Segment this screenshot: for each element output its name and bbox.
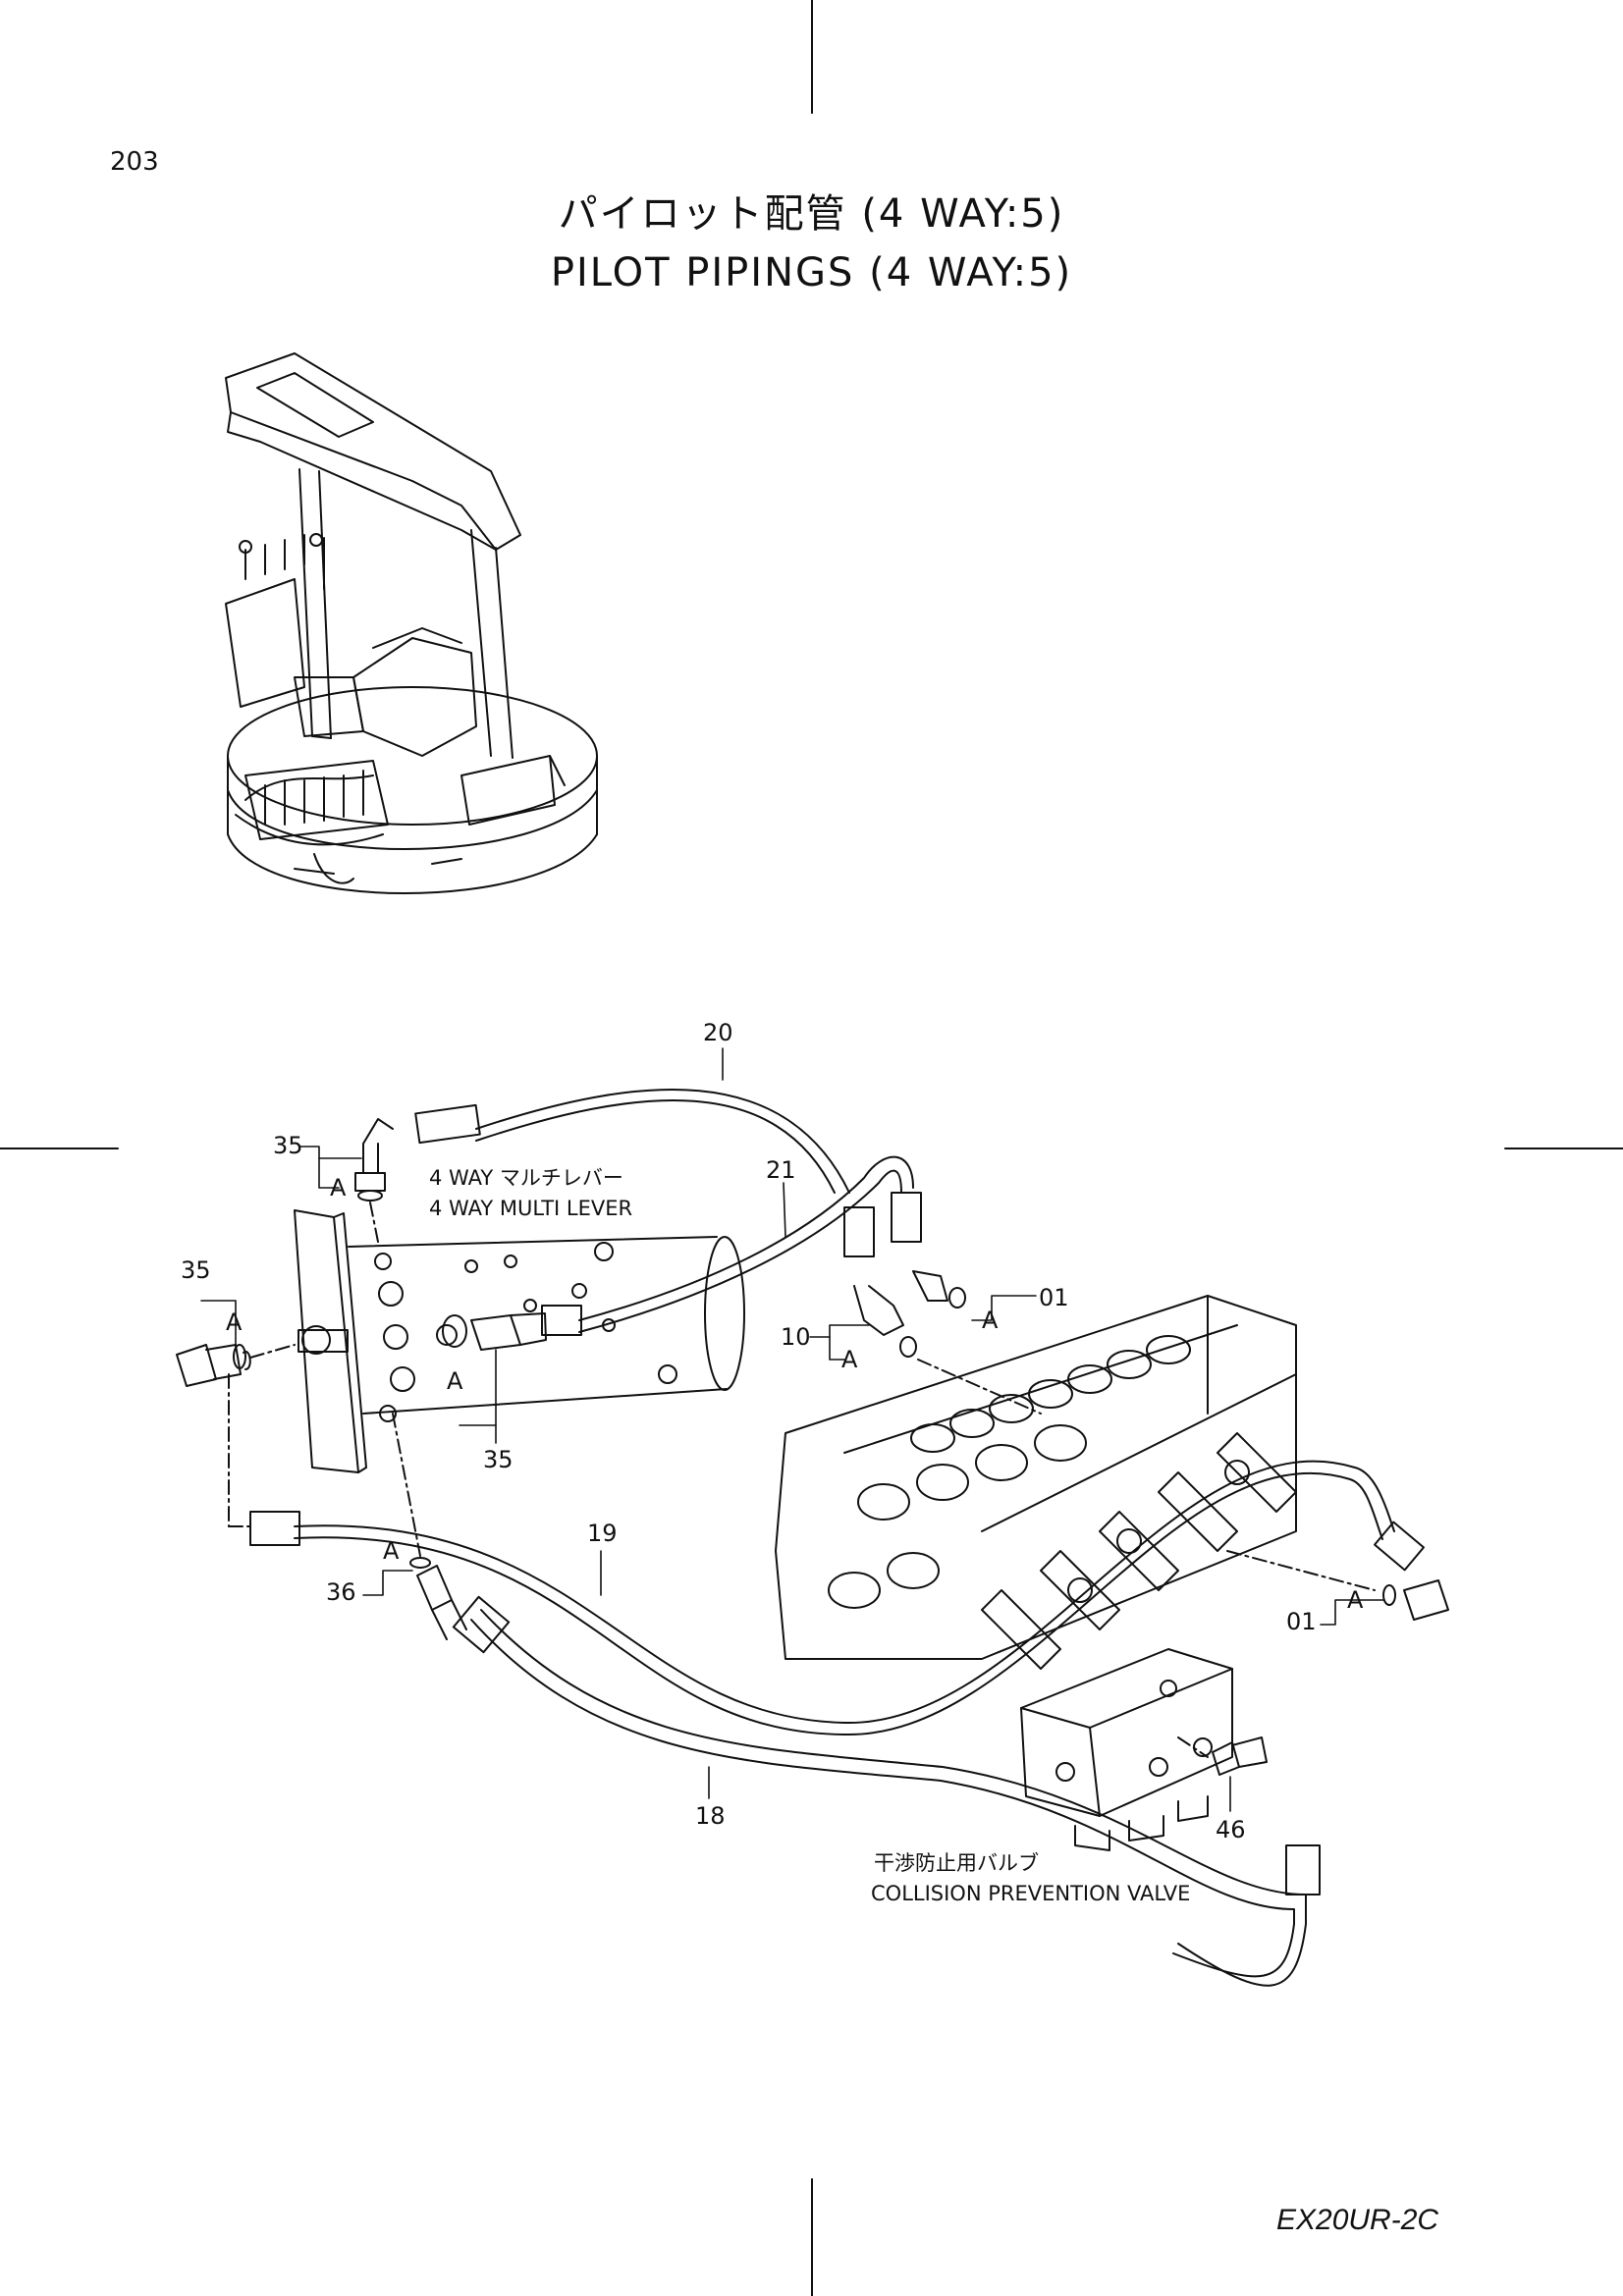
elbow-fitting-35-top [354, 1118, 394, 1201]
hose-21 [541, 1155, 922, 1336]
multi-lever-body [294, 1209, 745, 1473]
detail-mark-a-36: A [383, 1537, 400, 1565]
callout-20: 20 [703, 1019, 733, 1046]
page-title-english: PILOT PIPINGS (4 WAY:5) [550, 250, 1073, 295]
detail-mark-a-top: A [330, 1174, 347, 1201]
callout-01-top: 01 [1039, 1284, 1069, 1311]
callout-10: 10 [781, 1323, 811, 1351]
connector-fitting-35-left [176, 1344, 251, 1387]
model-code: EX20UR-2C [1276, 2204, 1439, 2236]
hose-18 [452, 1595, 1321, 1987]
multi-lever-label-jp: 4 WAY マルチレバー [429, 1166, 623, 1190]
elbow-fitting-01-top [912, 1270, 966, 1308]
connector-fitting-01-right [1382, 1579, 1449, 1621]
hose-20 [414, 1089, 850, 1194]
collision-prevention-valve-body [1020, 1648, 1233, 1851]
collision-valve-label-en: COLLISION PREVENTION VALVE [871, 1882, 1190, 1905]
elbow-fitting-36 [409, 1557, 467, 1640]
connector-fitting-35-center [442, 1312, 547, 1351]
callout-35-top: 35 [273, 1132, 303, 1159]
callout-01-right: 01 [1286, 1608, 1317, 1635]
callout-35-left: 35 [181, 1256, 211, 1284]
control-valve-bank [775, 1295, 1297, 1670]
callout-36: 36 [326, 1578, 356, 1606]
detail-mark-a-left: A [226, 1308, 243, 1336]
detail-mark-a-01-top: A [982, 1307, 999, 1334]
connector-fitting-46 [1212, 1736, 1268, 1776]
detail-mark-a-01-right: A [1347, 1586, 1364, 1614]
detail-mark-a-10: A [841, 1346, 858, 1373]
page-title-japanese: パイロット配管 (4 WAY:5) [558, 191, 1065, 237]
detail-mark-a-center: A [447, 1367, 463, 1395]
callout-18: 18 [695, 1802, 726, 1830]
assembly-center-lines [228, 1201, 1376, 1758]
elbow-fitting-10 [853, 1285, 917, 1358]
leader-lines [200, 1047, 1385, 1812]
callout-46: 46 [1216, 1816, 1246, 1843]
multi-lever-label-en: 4 WAY MULTI LEVER [429, 1197, 632, 1220]
callout-21: 21 [766, 1156, 796, 1184]
page-number: 203 [110, 147, 159, 177]
excavator-overview-illustration [225, 352, 598, 894]
callout-35-bottom: 35 [483, 1446, 514, 1473]
hose-19 [249, 1460, 1425, 1736]
collision-valve-label-jp: 干渉防止用バルブ [874, 1851, 1039, 1875]
callout-19: 19 [587, 1520, 618, 1547]
